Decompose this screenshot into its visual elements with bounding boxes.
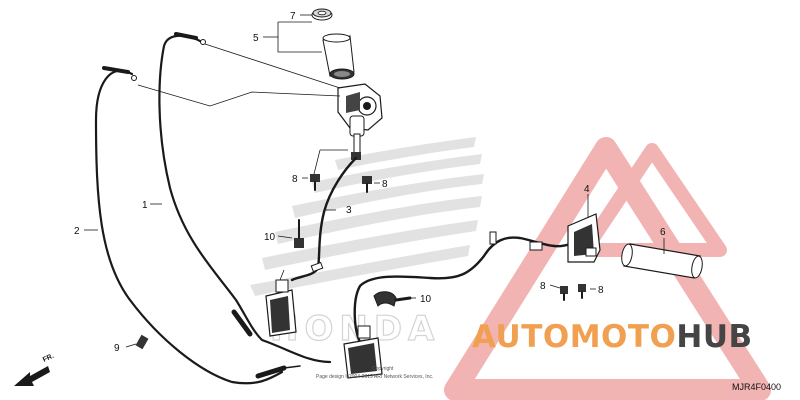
bolt-8-b — [362, 176, 372, 193]
leader-lines-bolts — [84, 149, 665, 348]
callout-8-b: 8 — [382, 179, 388, 190]
callout-5: 5 — [253, 33, 259, 44]
watermark-brand-part1: AUTOMOTO — [472, 319, 676, 355]
callout-10-b: 10 — [420, 294, 432, 305]
bolt-8-d — [578, 284, 586, 299]
callout-3: 3 — [346, 205, 352, 216]
harness-4 — [353, 236, 572, 344]
bolt-10-a — [294, 219, 304, 248]
watermark-brand-part2: HUB — [676, 319, 752, 355]
connector-right — [343, 325, 383, 379]
callout-1: 1 — [142, 200, 148, 211]
cable-1-adjuster — [231, 309, 253, 337]
cable-2-end — [131, 75, 137, 81]
part-6-grip — [621, 243, 703, 279]
cable-2-adjuster — [255, 365, 287, 379]
connector-left — [265, 269, 297, 337]
leader-lines-top — [137, 14, 341, 107]
part-5-grip — [322, 33, 355, 80]
front-direction-indicator: FR. — [14, 353, 55, 386]
callout-2: 2 — [74, 226, 80, 237]
callout-6: 6 — [660, 227, 666, 238]
cable-1 — [158, 34, 332, 364]
callout-8-a: 8 — [292, 174, 298, 185]
bolt-8-a — [310, 174, 320, 191]
cable-1-end — [200, 39, 206, 45]
throttle-housing — [337, 83, 383, 160]
cable-1-fitting-top — [174, 32, 198, 40]
harness-3 — [290, 156, 358, 282]
part-7-nut — [311, 8, 333, 21]
callout-7: 7 — [290, 11, 296, 22]
front-direction-label: FR. — [42, 353, 55, 364]
cable-2 — [94, 69, 284, 385]
harness-clamp — [373, 291, 412, 307]
copyright-line-2: Page design ©2004-2019 ARI Network Servi… — [316, 373, 433, 380]
callout-8-c: 8 — [540, 281, 546, 292]
bolt-8-c — [560, 286, 568, 301]
cable-2-fitting-top — [102, 66, 130, 74]
diagram-part-code: MJR4F0400 — [732, 382, 781, 392]
callout-4: 4 — [584, 184, 590, 195]
callout-9: 9 — [114, 343, 120, 354]
front-arrow-icon — [14, 366, 50, 386]
screw-9 — [135, 334, 149, 350]
copyright-line-1: Copyright — [372, 366, 394, 372]
watermark-brand: AUTOMOTOHUB — [472, 319, 753, 355]
callout-8-d: 8 — [598, 285, 604, 296]
callout-10-a: 10 — [264, 232, 276, 243]
part-4-switch-housing — [567, 213, 601, 263]
background-wing-logo — [250, 137, 484, 296]
